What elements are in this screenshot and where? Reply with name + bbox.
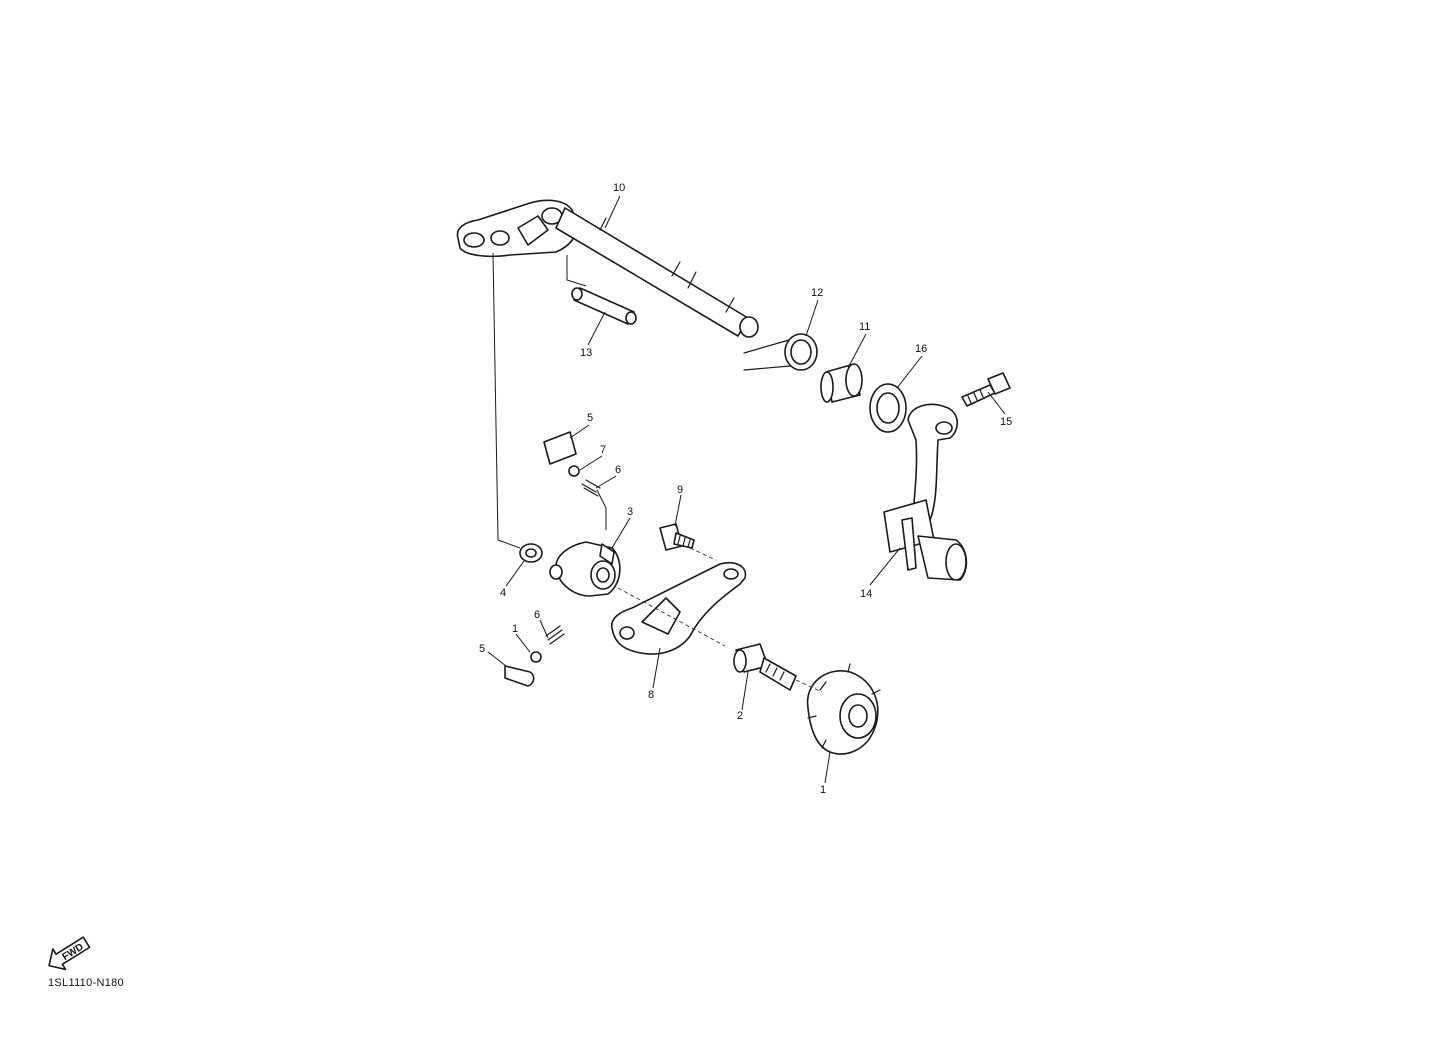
callout-16: 16 — [915, 343, 927, 355]
callout-11: 11 — [859, 321, 870, 333]
part-6-upper — [581, 479, 601, 497]
part-10-shift-shaft — [456, 199, 759, 338]
callout-10: 10 — [613, 182, 625, 194]
callout-1-lower-pin: 1 — [512, 623, 518, 635]
part-1-drum-segment — [806, 663, 881, 755]
fwd-arrow-icon: FWD — [48, 936, 91, 971]
callout-5-lower: 5 — [479, 643, 485, 655]
callout-13: 13 — [580, 347, 592, 359]
part-7-lower — [530, 651, 542, 663]
part-5-lower — [504, 665, 535, 687]
part-12-torsion-spring — [743, 333, 818, 371]
assembly-lines — [492, 252, 823, 693]
part-14-shift-pedal — [883, 403, 968, 581]
part-9-bolt — [659, 523, 695, 551]
callout-14: 14 — [860, 588, 872, 600]
callout-6-upper: 6 — [615, 464, 621, 476]
callout-3: 3 — [627, 506, 633, 518]
callout-6-lower: 6 — [534, 609, 540, 621]
part-16-oil-seal — [869, 383, 907, 433]
part-3-shift-arm — [549, 541, 621, 597]
part-8-plate — [610, 562, 747, 655]
part-5-upper — [543, 431, 577, 465]
diagram-code: 1SL1110-N180 — [48, 977, 124, 989]
part-7-upper — [568, 465, 580, 477]
callout-8: 8 — [648, 689, 654, 701]
callout-9: 9 — [677, 484, 683, 496]
part-11-collar — [820, 363, 863, 403]
part-2-stud — [733, 643, 797, 691]
callout-leaders — [487, 195, 1006, 784]
part-6-lower — [545, 625, 565, 645]
callout-12: 12 — [811, 287, 823, 299]
part-13-dowel-pin — [571, 287, 637, 325]
callout-5-upper: 5 — [587, 412, 593, 424]
callout-1: 1 — [820, 784, 826, 796]
part-15-bolt — [961, 372, 1011, 407]
callout-labels: 10 12 11 16 15 13 5 7 6 9 3 4 14 6 1 5 8… — [479, 182, 1012, 796]
part-4-washer — [519, 543, 543, 563]
callout-4: 4 — [500, 587, 506, 599]
callout-2: 2 — [737, 710, 743, 722]
callout-7-upper: 7 — [600, 444, 606, 456]
callout-15: 15 — [1000, 416, 1012, 428]
